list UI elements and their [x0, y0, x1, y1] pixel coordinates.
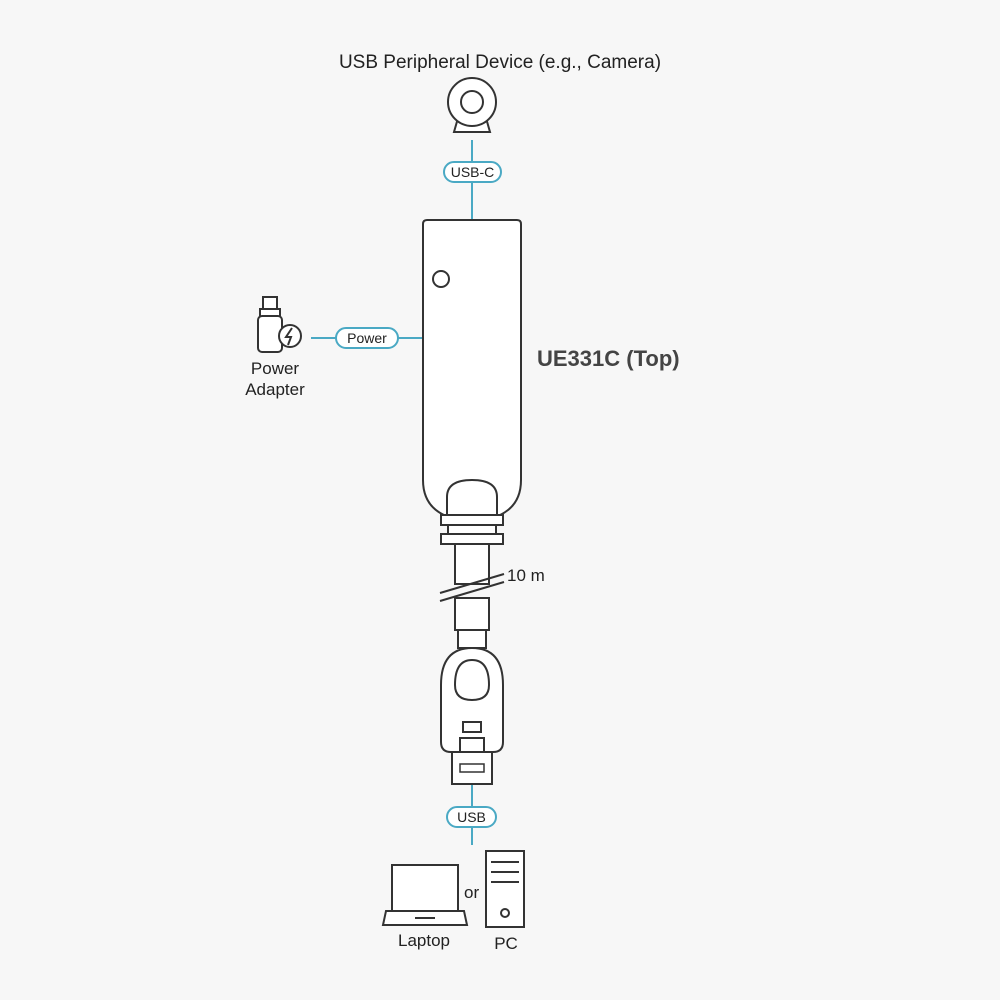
or-label: or [464, 883, 480, 902]
usb-c-connection-badge: USB-C [443, 161, 502, 183]
peripheral-device-label: USB Peripheral Device (e.g., Camera) [338, 52, 662, 73]
extender-unit [422, 219, 522, 785]
pc-tower-icon [485, 850, 525, 928]
cable [439, 543, 505, 631]
extender-housing [422, 219, 522, 516]
usb-connection-badge: USB [446, 806, 497, 828]
cable-length-label: 10 m [507, 566, 545, 585]
laptop-icon [381, 864, 469, 926]
pc-label: PC [494, 934, 518, 953]
product-model-label: UE331C (Top) [537, 346, 680, 371]
power-adapter-icon [257, 296, 302, 353]
power-connection-badge: Power [335, 327, 399, 349]
led-indicator [432, 270, 450, 288]
power-adapter-label: Power Adapter [245, 359, 305, 399]
camera-icon [447, 77, 497, 133]
laptop-label: Laptop [398, 931, 450, 950]
